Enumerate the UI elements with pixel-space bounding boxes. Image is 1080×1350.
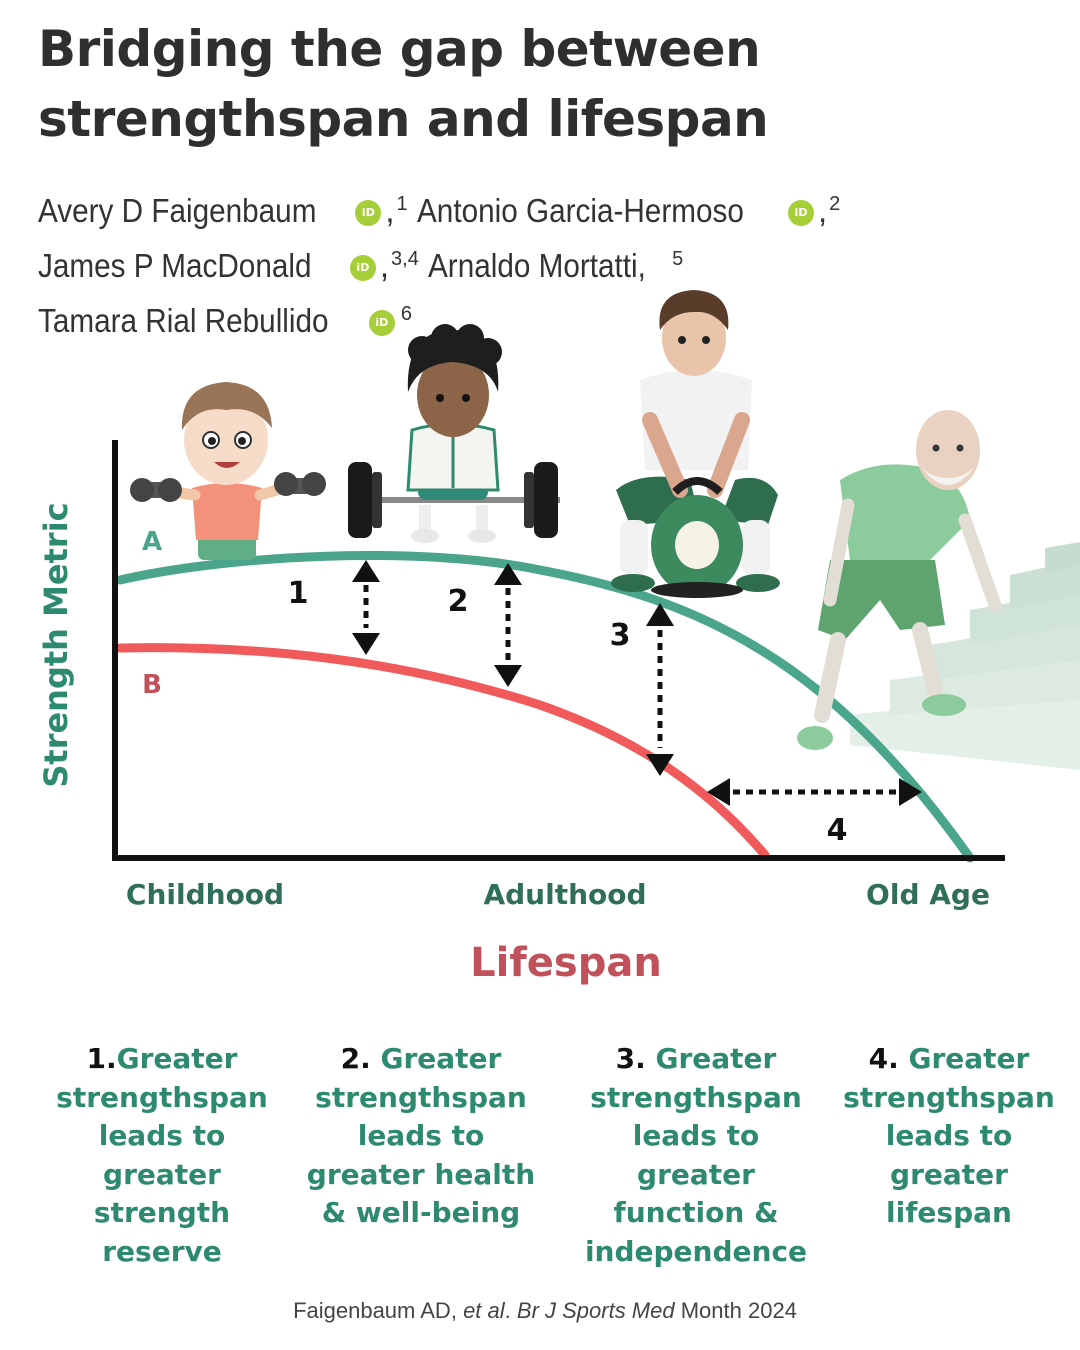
man-with-kettlebell-figure — [611, 290, 780, 598]
gap-number-2: 2 — [448, 584, 469, 619]
article-title: Bridging the gap between strengthspan an… — [38, 20, 769, 148]
curve-b-label: B — [142, 670, 162, 700]
benefit-number: 4. — [868, 1042, 899, 1075]
citation: Faigenbaum AD, et al. Br J Sports Med Mo… — [293, 1298, 797, 1323]
benefit-text: Greater strengthspan leads to greater he… — [306, 1042, 536, 1229]
citation-journal: Br J Sports Med — [516, 1298, 675, 1323]
gap-arrow-4 — [707, 778, 922, 806]
author-name: Avery D Faigenbaum — [38, 192, 317, 229]
gap-number-1: 1 — [288, 576, 309, 611]
benefit-item: 2. Greater strengthspan leads to greater… — [296, 1040, 546, 1233]
benefit-number: 2. — [340, 1042, 371, 1075]
boy-with-barbell-figure — [348, 324, 560, 543]
orcid-icon[interactable]: iD — [368, 310, 395, 337]
benefit-text: Greater strengthspan leads to greater st… — [56, 1042, 268, 1268]
benefit-number: 1. — [86, 1042, 117, 1075]
orcid-icon[interactable]: iD — [355, 200, 382, 227]
author-name: Antonio Garcia-Hermoso — [416, 192, 744, 229]
author-name: James P MacDonald — [38, 247, 312, 284]
affiliation-number: 2 — [829, 193, 841, 215]
orcid-icon[interactable]: iD — [349, 255, 376, 282]
affiliation-number: 5 — [672, 248, 684, 270]
gap-number-3: 3 — [610, 618, 631, 653]
benefit-item: 4. Greater strengthspan leads to greater… — [824, 1040, 1074, 1233]
stage-adulthood-label: Adulthood — [483, 878, 647, 911]
benefit-text: Greater strengthspan leads to greater li… — [843, 1042, 1055, 1229]
affiliation-number: 1 — [396, 193, 408, 215]
orcid-icon[interactable]: iD — [788, 200, 814, 227]
author-name: Arnaldo Mortatti, — [428, 247, 646, 284]
stairs-illustration — [850, 542, 1080, 770]
stage-childhood-label: Childhood — [125, 878, 285, 911]
benefit-text: Greater strengthspan leads to greater fu… — [584, 1042, 808, 1268]
benefit-item: 3. Greater strengthspan leads to greater… — [571, 1040, 821, 1271]
affiliation-number: 6 — [400, 303, 412, 325]
gap-arrow-1 — [352, 560, 380, 655]
gap-arrow-3 — [646, 603, 674, 776]
citation-authors: Faigenbaum AD, — [293, 1298, 457, 1323]
gap-number-4: 4 — [827, 813, 848, 848]
child-with-dumbbells-figure — [130, 382, 326, 560]
stage-old-age-label: Old Age — [866, 878, 990, 911]
benefit-number: 3. — [615, 1042, 646, 1075]
citation-date: Month 2024 — [680, 1298, 797, 1323]
curve-a-label: A — [142, 527, 162, 557]
y-axis-label: Strength Metric — [37, 502, 75, 788]
elderly-man-climbing-stairs-figure — [797, 410, 1002, 750]
affiliation-number: 3,4 — [391, 248, 419, 270]
x-axis-label: Lifespan — [470, 940, 662, 986]
citation-etal: et al — [463, 1298, 505, 1323]
curve-b-line — [115, 643, 770, 860]
curve-a-line — [115, 551, 975, 863]
gap-arrow-2 — [494, 563, 522, 687]
benefit-item: 1.Greater strengthspan leads to greater … — [37, 1040, 287, 1271]
author-name: Tamara Rial Rebullido — [38, 302, 329, 339]
